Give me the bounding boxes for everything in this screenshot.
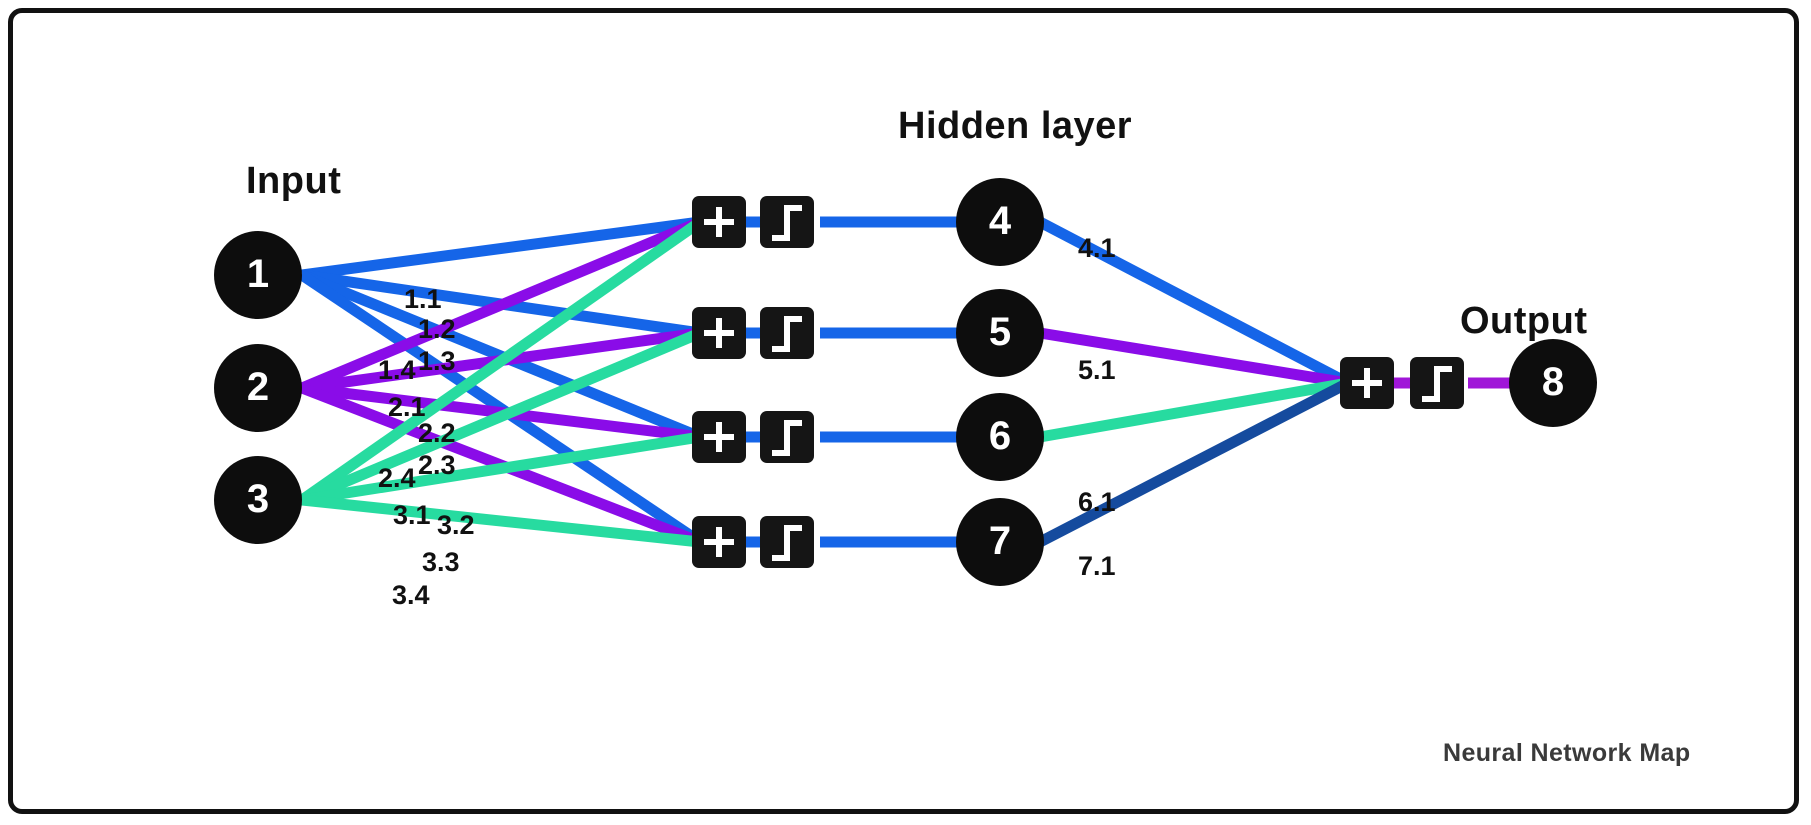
hidden-activation-boxes (760, 196, 814, 568)
step-function-glyphs (772, 205, 802, 561)
edge-weight-2-2: 2.2 (418, 418, 456, 448)
layer-title-hidden: Hidden layer (898, 105, 1133, 147)
hidden-node-6[interactable]: 6 (988, 414, 1012, 458)
edge-weight-7-1: 7.1 (1078, 551, 1116, 581)
hidden-sum-boxes (692, 196, 746, 568)
edge-weight-4-1: 4.1 (1078, 233, 1116, 263)
layer-title-input: Input (246, 160, 342, 202)
edge-weight-1-2: 1.2 (418, 314, 456, 344)
hidden-node-4[interactable]: 4 (988, 199, 1012, 243)
edge-weight-6-1: 6.1 (1078, 487, 1116, 517)
edge-weight-3-4: 3.4 (392, 580, 430, 610)
output-step-function-glyph (1422, 366, 1452, 402)
edge-weight-1-1: 1.1 (404, 284, 442, 314)
input-node-2[interactable]: 2 (246, 365, 270, 409)
edge-weight-1-3: 1.3 (418, 346, 456, 376)
edge-weight-2-1: 2.1 (388, 392, 426, 422)
output-node-circle (1509, 339, 1597, 427)
edge-weight-2-3: 2.3 (418, 450, 456, 480)
output-plus-glyph (1352, 368, 1382, 398)
edge-weight-3-1: 3.1 (393, 500, 431, 530)
output-node-8[interactable]: 8 (1541, 360, 1565, 404)
diagram-frame (8, 8, 1799, 814)
edge-weight-3-3: 3.3 (422, 547, 460, 577)
edges-from-input-3 (298, 217, 704, 548)
plus-glyphs (704, 207, 734, 557)
diagram-footer-title: Neural Network Map (1443, 739, 1691, 767)
hidden-internal-connectors (740, 216, 1000, 548)
hidden-node-circles (956, 178, 1044, 586)
edge-weight-5-1: 5.1 (1078, 355, 1116, 385)
edge-weight-2-4: 2.4 (378, 463, 416, 493)
layer-title-output: Output (1460, 300, 1588, 342)
input-node-circles (214, 231, 302, 544)
input-node-3[interactable]: 3 (246, 477, 270, 521)
hidden-node-5[interactable]: 5 (988, 310, 1012, 354)
edge-weight-1-4: 1.4 (378, 355, 416, 385)
hidden-node-7[interactable]: 7 (988, 519, 1012, 563)
input-node-1[interactable]: 1 (246, 252, 270, 296)
edges-to-output (1037, 217, 1351, 547)
edge-weight-3-2: 3.2 (437, 510, 475, 540)
